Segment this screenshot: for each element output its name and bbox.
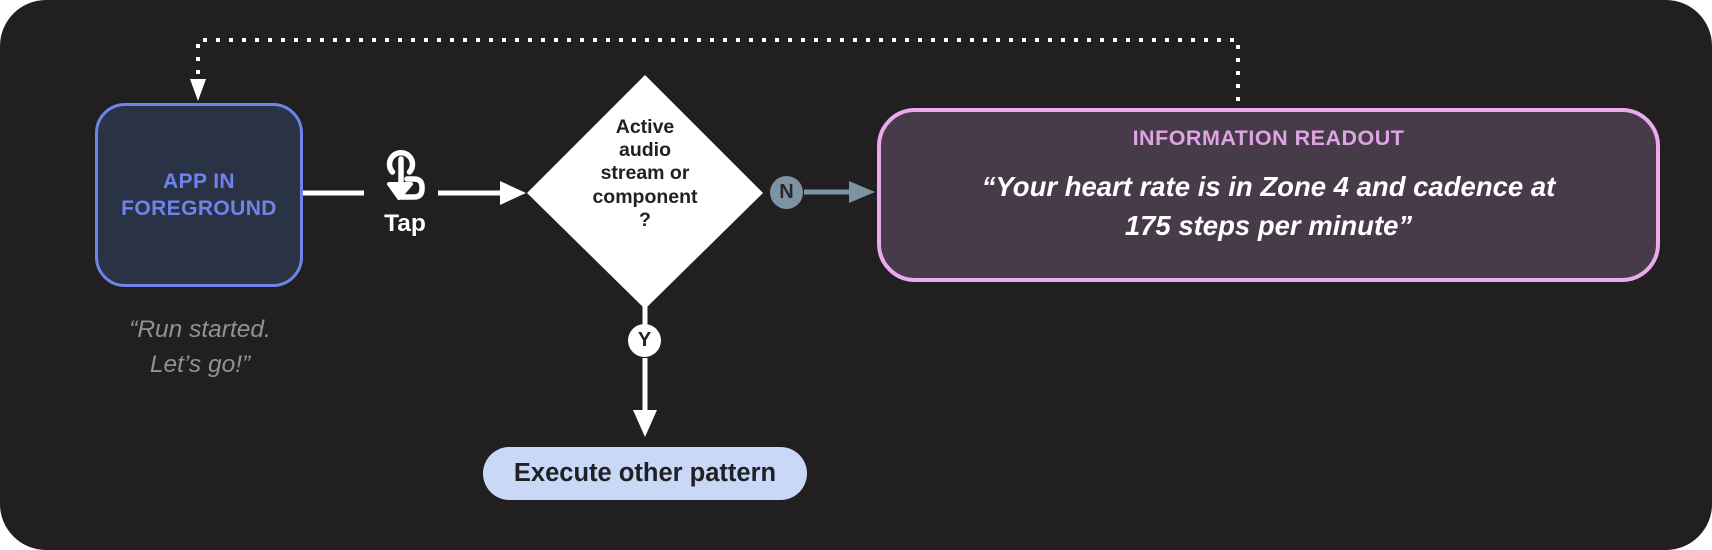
arrowhead-to-info-icon <box>849 181 875 203</box>
information-readout-quote: “Your heart rate is in Zone 4 and cadenc… <box>981 171 1556 241</box>
tap-gesture-icon <box>386 150 425 200</box>
feedback-arrowhead-icon <box>190 79 206 101</box>
information-readout-title: INFORMATION READOUT <box>1132 126 1405 150</box>
feedback-dotted-line <box>196 38 1240 101</box>
arrowhead-to-execute-icon <box>633 410 657 437</box>
execute-other-pattern-node: Execute other pattern <box>483 447 807 500</box>
app-in-foreground-label: APP IN FOREGROUND <box>121 170 277 220</box>
information-readout-node: INFORMATION READOUT “Your heart rate is … <box>877 108 1660 282</box>
yes-branch-badge: Y <box>628 324 661 357</box>
app-voice-quote: “Run started. Let’s go!” <box>129 316 271 378</box>
no-branch-badge: N <box>770 176 803 209</box>
decision-diamond <box>527 75 763 309</box>
arrowhead-to-decision-icon <box>500 181 526 205</box>
decision-label: Active audio stream or component ? <box>592 116 698 231</box>
app-in-foreground-node: APP IN FOREGROUND <box>95 103 303 287</box>
execute-other-pattern-label: Execute other pattern <box>513 459 777 487</box>
tap-label: Tap <box>384 210 426 237</box>
